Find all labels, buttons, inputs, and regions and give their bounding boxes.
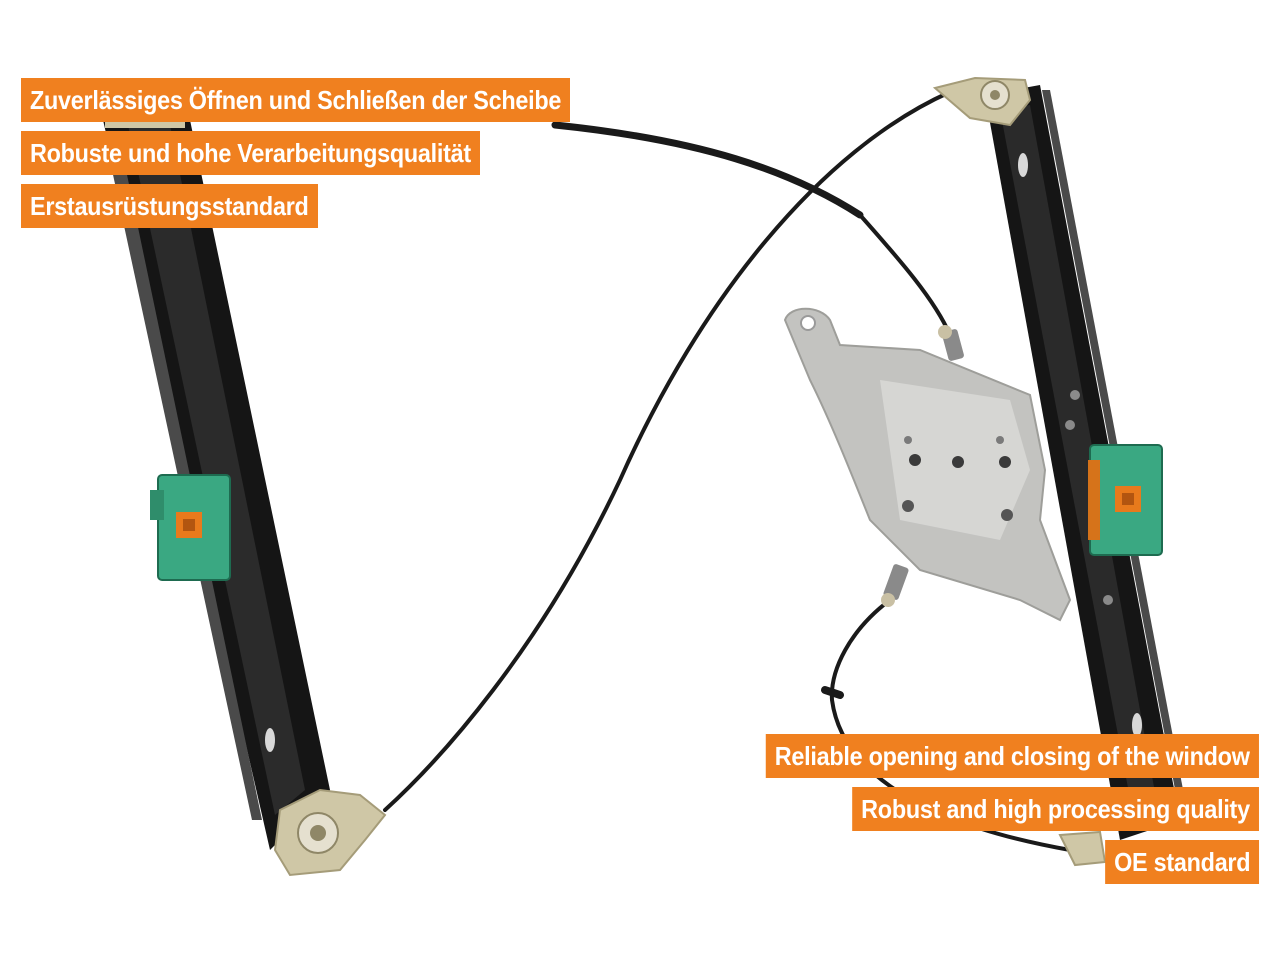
top-right-pulley <box>932 76 1032 127</box>
right-window-clip <box>1088 444 1163 556</box>
motor-mount-plate <box>783 307 1072 622</box>
feature-label-de-oe: Erstausrüstungsstandard <box>21 184 318 228</box>
feature-label-de-robust: Robuste und hohe Verarbeitungsqualität <box>21 131 480 175</box>
left-window-clip <box>150 474 231 581</box>
bottom-left-pulley <box>273 788 387 877</box>
feature-label-en-oe: OE standard <box>1104 840 1259 884</box>
cable-springs <box>881 325 964 607</box>
top-left-end-cap <box>105 118 185 128</box>
bottom-right-end-cap <box>1058 830 1107 867</box>
feature-label-en-reliable: Reliable opening and closing of the wind… <box>766 734 1259 778</box>
drive-cables <box>383 90 1072 852</box>
feature-label-de-reliable: Zuverlässiges Öffnen und Schließen der S… <box>21 78 571 122</box>
feature-label-en-robust: Robust and high processing quality <box>852 787 1259 831</box>
